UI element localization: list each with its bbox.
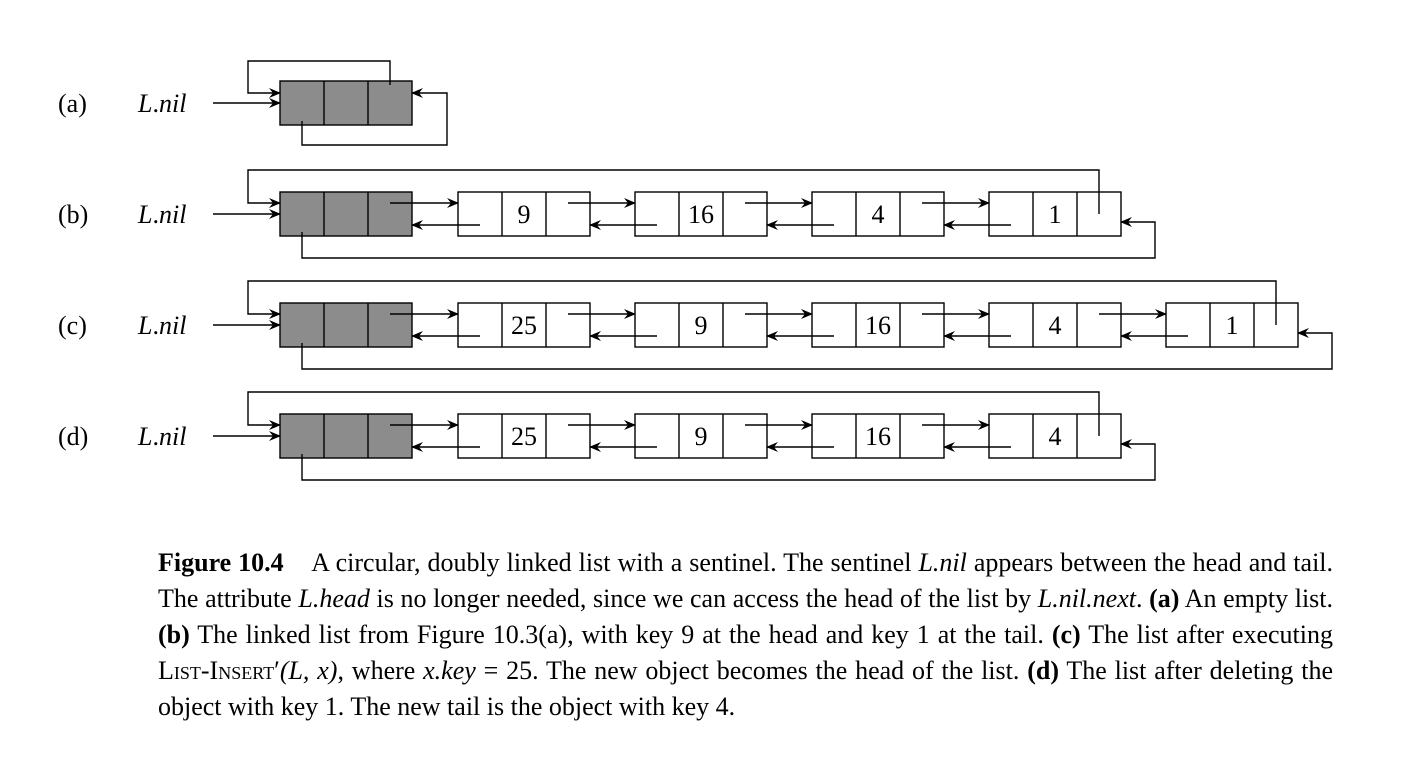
caption-text: An empty list. <box>1184 584 1334 613</box>
list-row: (a) L.nil <box>58 60 448 146</box>
row-label: (c) <box>58 311 87 340</box>
sentinel-prev-to-tail-arrow <box>301 328 1333 370</box>
caption-text: is no longer needed, since we can access… <box>376 584 1032 613</box>
caption-math-lhead: L.head <box>298 584 370 613</box>
caption-text: The list after deleting the object with … <box>158 656 1333 721</box>
sentinel-next-self-arrow <box>247 60 391 98</box>
caption-text: appears between the head and tail. The a… <box>158 548 1334 613</box>
node-key-label: 16 <box>865 311 891 340</box>
row-label: (b) <box>58 200 88 229</box>
caption-text: , where <box>337 656 416 685</box>
node-key-label: 4 <box>1049 422 1062 451</box>
caption-math-xkey: x.key <box>423 656 476 685</box>
caption-math-lnilnext: L.nil.next <box>1037 584 1136 613</box>
list-node <box>811 191 945 237</box>
caption-text: . <box>1135 584 1143 613</box>
node-key-label: 25 <box>511 311 537 340</box>
node-key-label: 25 <box>511 422 537 451</box>
sentinel-prev-to-tail-arrow <box>301 439 1156 481</box>
node-key-label: 16 <box>688 200 714 229</box>
sentinel-prev-to-tail-arrow <box>301 217 1156 259</box>
caption-part-d: (d) <box>1027 656 1059 685</box>
node-key-label: 4 <box>1049 311 1062 340</box>
list-node <box>811 413 945 459</box>
caption-text: A circular, doubly linked list with a se… <box>311 548 912 577</box>
list-row: (b) L.nil 9 16 4 1 <box>58 169 1156 259</box>
linked-list-diagram: (a) L.nil (b) L.nil 9 16 4 1 (c) L.nil 25 9 16 4 1 (d) L… <box>58 60 1333 481</box>
list-node <box>457 413 591 459</box>
node-key-label: 9 <box>695 422 708 451</box>
tail-next-to-sentinel-arrow <box>247 169 1100 214</box>
row-label: (d) <box>58 422 88 451</box>
caption-math-lnil: L.nil <box>918 548 967 577</box>
node-key-label: 1 <box>1049 200 1062 229</box>
figure-caption: Figure 10.4 A circular, doubly linked li… <box>158 545 1333 725</box>
node-key-label: 4 <box>872 200 885 229</box>
node-key-label: 16 <box>865 422 891 451</box>
sentinel-prev-self-arrow <box>301 88 448 146</box>
list-row: (d) L.nil 25 9 16 4 <box>58 391 1156 481</box>
caption-part-b: (b) <box>158 620 190 649</box>
sentinel-name-label: L.nil <box>137 422 186 451</box>
sentinel-node <box>279 191 413 237</box>
caption-text: The list after executing <box>1088 620 1333 649</box>
sentinel-name-label: L.nil <box>137 311 186 340</box>
tail-next-to-sentinel-arrow <box>247 280 1277 325</box>
caption-text: = 25. The new object becomes the head of… <box>483 656 1020 685</box>
list-node <box>634 302 768 348</box>
node-key-label: 9 <box>695 311 708 340</box>
caption-part-c: (c) <box>1051 620 1081 649</box>
sentinel-node <box>279 302 413 348</box>
tail-next-to-sentinel-arrow <box>247 391 1100 436</box>
list-node <box>634 413 768 459</box>
caption-args: (L, x) <box>279 656 338 685</box>
figure-number: Figure 10.4 <box>158 548 284 577</box>
list-node <box>811 302 945 348</box>
caption-procedure: List-Insert′ <box>158 656 280 685</box>
node-key-label: 1 <box>1226 311 1239 340</box>
sentinel-node <box>279 413 413 459</box>
row-label: (a) <box>58 89 87 118</box>
sentinel-name-label: L.nil <box>137 200 186 229</box>
list-node <box>634 191 768 237</box>
caption-text: The linked list from Figure 10.3(a), wit… <box>197 620 1044 649</box>
caption-part-a: (a) <box>1149 584 1180 613</box>
list-row: (c) L.nil 25 9 16 4 1 <box>58 280 1333 370</box>
sentinel-node <box>279 80 413 126</box>
list-node <box>457 191 591 237</box>
list-node <box>988 302 1122 348</box>
node-key-label: 9 <box>518 200 531 229</box>
list-node <box>457 302 591 348</box>
sentinel-name-label: L.nil <box>137 89 186 118</box>
